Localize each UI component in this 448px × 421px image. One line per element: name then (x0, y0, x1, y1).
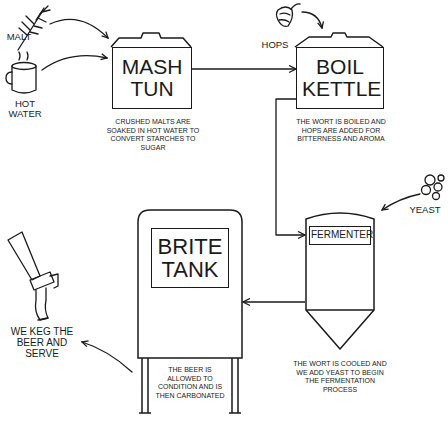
malt-sprig (18, 6, 50, 50)
brite-tank: BRITE TANK THE BEER IS ALLOWED TO CONDITI… (137, 208, 243, 415)
fermenter-title: FERMENTER (311, 230, 369, 241)
annotation-label: HOT WATER (2, 99, 48, 120)
hops-cone (277, 4, 301, 27)
hops-arrow (302, 12, 322, 28)
serve-arrow (82, 342, 132, 372)
hot-water-pot (6, 52, 36, 93)
vessel-title: BOIL KETTLE (297, 56, 383, 100)
vessel-box: BOIL KETTLETHE WORT IS BOILED AND HOPS A… (296, 47, 384, 109)
lid-outline (295, 33, 383, 47)
tank-body (138, 210, 242, 413)
step-description: THE WORT IS BOILED AND HOPS ARE ADDED FO… (291, 118, 391, 144)
step-description: CRUSHED MALTS ARE SOAKED IN HOT WATER TO… (105, 118, 201, 152)
vessel-lid (111, 33, 191, 48)
vessel-title: MASH TUN (113, 56, 191, 100)
vessel-box: MASH TUNCRUSHED MALTS ARE SOAKED IN HOT … (112, 47, 192, 109)
vessel-lid (295, 33, 383, 48)
annotation-label: MALT (3, 32, 35, 42)
flow-arrow (243, 301, 305, 302)
tank-title: BRITE TANK (154, 235, 226, 281)
flow-arrow (192, 68, 296, 69)
fermenter-label-box: FERMENTER (309, 226, 371, 245)
lid-outline (111, 33, 191, 47)
fermenter-tank: FERMENTERTHE WORT IS COOLED AND WE ADD Y… (305, 210, 375, 350)
step-description: THE WORT IS COOLED AND WE ADD YEAST TO B… (290, 360, 390, 394)
yeast-cells (422, 175, 445, 200)
annotation-label: YEAST (405, 205, 445, 215)
malt-arrow (50, 19, 108, 38)
fermenter-body (306, 213, 374, 349)
annotation-label: WE KEG THE BEER AND SERVE (10, 326, 74, 359)
tank-label-box: BRITE TANK (151, 228, 229, 288)
annotation-label: HOPS (258, 40, 292, 50)
beer-tap (8, 232, 58, 320)
water-arrow (42, 56, 107, 70)
step-description: THE BEER IS ALLOWED TO CONDITION AND IS … (153, 366, 227, 400)
